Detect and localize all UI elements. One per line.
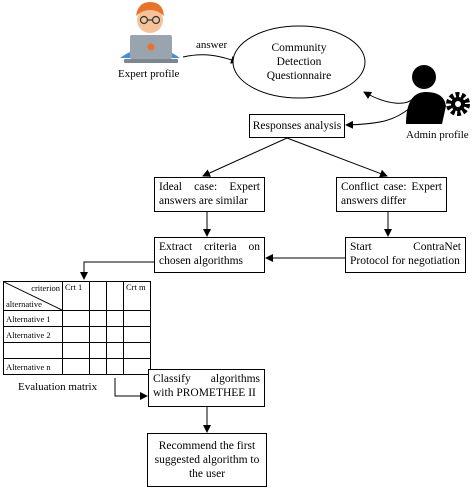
expert-profile-label: Expert profile (118, 68, 180, 80)
ideal-case-box: Ideal case: Expert answers are similar (154, 177, 265, 212)
questionnaire-line-1: Community (271, 42, 327, 54)
questionnaire-line-3: Questionnaire (266, 70, 332, 82)
row-label (3, 342, 63, 359)
recommend-box: Recommend the first suggested algorithm … (147, 433, 267, 487)
questionnaire-line-2: Detection (276, 56, 322, 68)
column-header (89, 281, 107, 311)
alternative-label: alternative (6, 299, 42, 309)
classify-box: Classify algorithms with PROMETHEE II (148, 369, 265, 407)
column-header: Crt m (123, 281, 151, 311)
matrix-corner-cell: criterion alternative (3, 281, 63, 311)
column-header: Crt 1 (62, 281, 90, 311)
matrix-header-row: criterion alternative Crt 1 Crt m (3, 281, 151, 311)
evaluation-matrix: criterion alternative Crt 1 Crt m Altern… (3, 281, 151, 375)
admin-profile-label: Admin profile (406, 129, 469, 141)
row-label: Alternative 2 (3, 326, 63, 343)
questionnaire-ellipse (232, 25, 366, 99)
matrix-caption: Evaluation matrix (18, 381, 98, 393)
gear-icon (446, 92, 470, 116)
matrix-row: Alternative 1 (3, 310, 151, 327)
matrix-row: Alternative 2 (3, 326, 151, 343)
responses-analysis-box: Responses analysis (249, 114, 345, 138)
admin-person-icon (406, 65, 446, 124)
row-label: Alternative n (3, 358, 63, 375)
corner-diagonal (4, 282, 62, 310)
matrix-row: Alternative n (3, 358, 151, 375)
row-label: Alternative 1 (3, 310, 63, 327)
questionnaire-label: Community Detection Questionnaire (239, 41, 359, 83)
expert-person-icon (120, 2, 180, 63)
column-header (106, 281, 124, 311)
answer-label: answer (196, 39, 228, 51)
criterion-label: criterion (31, 283, 60, 293)
extract-criteria-box: Extract criteria on chosen algorithms (154, 237, 265, 273)
matrix-row (3, 342, 151, 359)
conflict-case-box: Conflict case: Expert answers differ (336, 177, 447, 212)
contranet-box: Start ContraNet Protocol for negotiation (345, 237, 466, 273)
